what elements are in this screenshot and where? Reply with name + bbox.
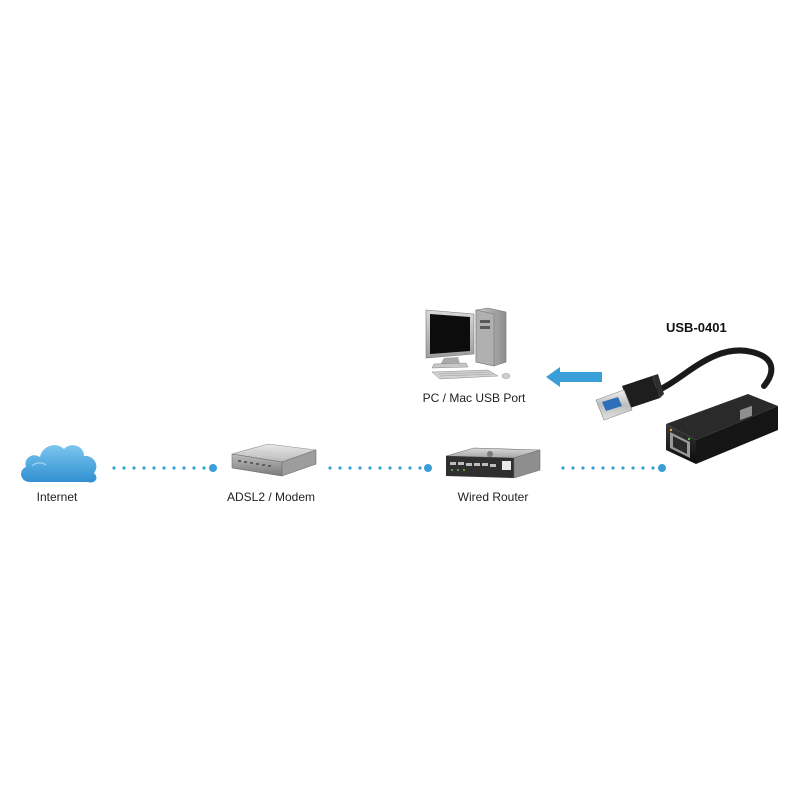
pc-label: PC / Mac USB Port [422,391,526,405]
usb-ethernet-adapter-icon [595,347,778,464]
modem-icon [231,443,317,477]
connector-router-adapter [561,464,666,472]
internet-label: Internet [36,490,78,504]
connector-internet-modem [112,464,217,472]
desktop-computer-icon [425,307,511,380]
connector-modem-router [328,464,432,472]
cloud-icon [21,445,97,483]
router-label: Wired Router [457,490,529,504]
arrow-left-icon [546,367,602,387]
modem-label: ADSL2 / Modem [226,490,316,504]
product-model: USB-0401 [666,320,727,335]
router-icon [445,447,541,479]
